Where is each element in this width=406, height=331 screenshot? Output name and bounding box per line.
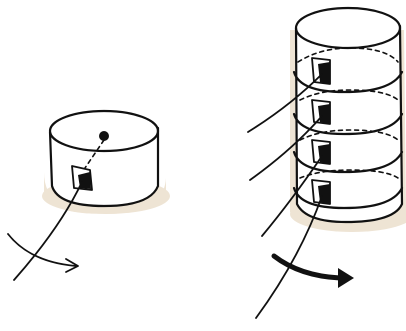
platter-4-back-edge <box>299 169 399 179</box>
platter-3-back-edge <box>299 129 399 141</box>
single-disk-figure <box>7 109 170 281</box>
platter-1-actuator-arm <box>247 73 323 133</box>
single-disk-actuator-arm <box>13 181 83 281</box>
platter-3-actuator-arm <box>261 155 323 237</box>
single-disk-spindle-dot <box>99 131 109 141</box>
single-disk-head-window <box>71 165 93 191</box>
platter-1-front-edge <box>292 70 404 94</box>
platter-2-front-edge <box>292 112 404 136</box>
platter-3-front-edge <box>292 150 404 174</box>
platter-4-actuator-arm <box>255 195 323 319</box>
platter-4-front-edge <box>292 186 404 210</box>
platter-2-back-edge <box>299 89 399 101</box>
platter-1-back-edge <box>297 47 399 63</box>
stack-rotation-arrow <box>271 253 343 281</box>
stack-rotation-arrowhead <box>338 268 354 288</box>
stack-outline <box>294 24 404 224</box>
single-disk-rotation-arrowhead <box>65 258 79 273</box>
platter-2-actuator-arm <box>249 115 323 181</box>
stacked-disks-figure <box>247 6 406 319</box>
single-disk-outline <box>48 126 160 208</box>
single-disk-top <box>48 109 160 153</box>
single-disk-spindle-axis <box>84 139 105 169</box>
platter-1-head <box>318 62 330 84</box>
platter-2-head <box>318 104 330 124</box>
single-disk-rotation-arrow <box>7 233 77 267</box>
